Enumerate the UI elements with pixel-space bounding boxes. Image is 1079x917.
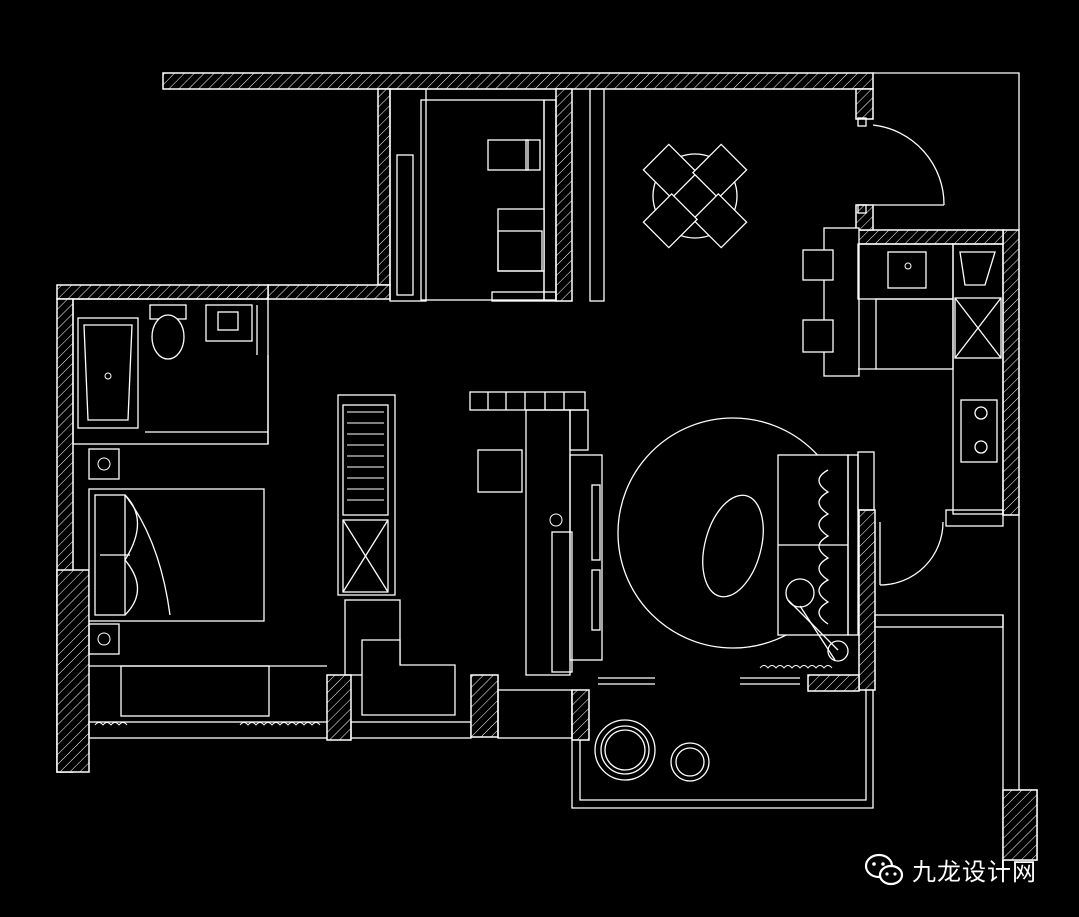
bedroom <box>88 448 327 726</box>
watermark: 九龙设计网 <box>864 852 1037 887</box>
study-desk <box>469 391 603 676</box>
entrance-door <box>857 117 945 214</box>
living-room <box>598 417 875 685</box>
kitchen-island <box>802 227 954 377</box>
balcony <box>497 689 710 782</box>
wechat-icon <box>864 853 904 885</box>
master-bathroom <box>72 298 269 445</box>
guest-bathroom <box>389 88 557 302</box>
kitchen-counter <box>879 243 1004 586</box>
wardrobe <box>337 394 456 716</box>
exterior-walls <box>56 72 1038 861</box>
dining-table <box>589 88 748 302</box>
watermark-text: 九龙设计网 <box>912 858 1037 886</box>
